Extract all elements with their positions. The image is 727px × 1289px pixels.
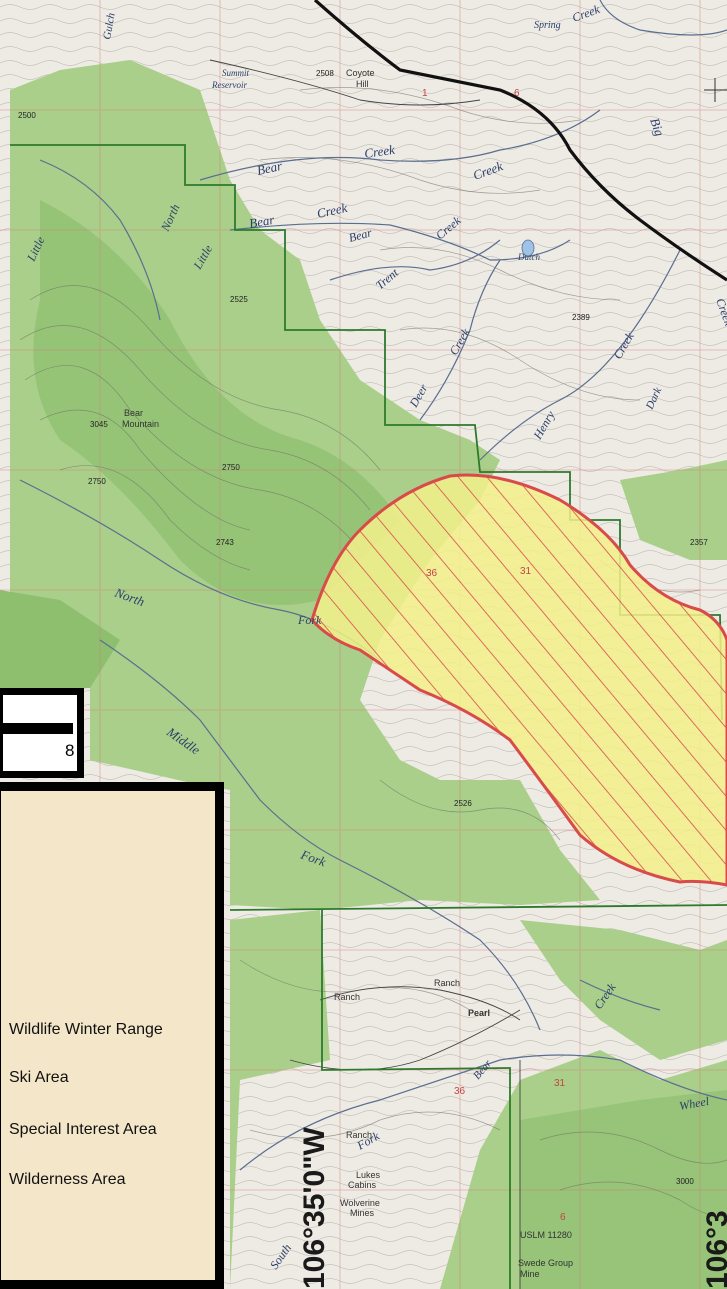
label-cabins: Cabins [348, 1180, 377, 1190]
label-mines: Mines [350, 1208, 375, 1218]
label-hill: Hill [356, 79, 369, 89]
section-31a: 31 [520, 566, 532, 577]
scale-bar [3, 723, 73, 734]
legend-item-special-interest-area: Special Interest Area [9, 1121, 157, 1138]
label-bear-mtn: Bear [124, 408, 143, 418]
section-numbers: 1 6 36 31 36 31 6 [422, 88, 566, 1223]
pond [521, 239, 535, 257]
label-bear-3: Bear [347, 225, 373, 245]
highway-road [313, 0, 727, 282]
label-big: Big [647, 116, 667, 139]
section-36a: 36 [426, 568, 438, 579]
elev-2357: 2357 [690, 538, 708, 547]
legend-item-ski-area: Ski Area [9, 1069, 69, 1086]
elev-2750b: 2750 [88, 477, 106, 486]
section-36b: 36 [454, 1086, 466, 1097]
section-31b: 31 [554, 1078, 566, 1089]
legend-item-wilderness-area: Wilderness Area [9, 1171, 126, 1188]
label-ranch-1: Ranch [334, 992, 360, 1002]
elev-3045: 3045 [90, 420, 108, 429]
label-creek-1: Creek [363, 142, 396, 161]
label-gulch: Gulch [101, 11, 118, 40]
crosshair-marker [704, 78, 727, 102]
section-6b: 6 [560, 1212, 566, 1223]
label-swede-mine: Mine [520, 1269, 540, 1279]
label-spring: Spring [534, 20, 561, 31]
streams [19, 0, 727, 1171]
elev-2500: 2500 [18, 111, 36, 120]
scale-bar-box: 8 [0, 688, 84, 778]
label-uslm: USLM 11280 [520, 1230, 572, 1240]
elev-2750: 2750 [222, 463, 240, 472]
elev-2389: 2389 [572, 313, 590, 322]
label-wheeler: Wheel [678, 1094, 711, 1113]
elevation-labels: 2508 2500 2525 3045 2750 2750 2743 2389 … [18, 69, 708, 1186]
label-bear-1: Bear [256, 158, 285, 178]
label-lukes: Lukes [356, 1170, 381, 1180]
label-ranch-3: Ranch [346, 1130, 372, 1140]
label-mountain: Mountain [122, 419, 159, 429]
longitude-label-right: 106°3 [701, 1210, 727, 1289]
label-summit: Summit [222, 68, 249, 78]
label-creek-2: Creek [316, 200, 349, 221]
label-wolverine: Wolverine [340, 1198, 380, 1208]
legend-item-wildlife-winter-range: Wildlife Winter Range [9, 1021, 163, 1038]
longitude-label-left: 106°35'0"W [298, 1127, 331, 1289]
label-fork-1: Fork [297, 613, 322, 627]
label-dutch: Dutch [517, 252, 540, 262]
label-ranch-2: Ranch [434, 978, 460, 988]
place-labels: Coyote Hill Bear Mountain Ranch Ranch Ra… [122, 68, 573, 1279]
label-reservoir: Reservoir [211, 80, 247, 90]
elev-2508: 2508 [316, 69, 334, 78]
section-1: 1 [422, 88, 428, 99]
label-bear-2: Bear [248, 212, 276, 231]
elev-3000: 3000 [676, 1177, 694, 1186]
elev-2526: 2526 [454, 799, 472, 808]
label-coyote: Coyote [346, 68, 375, 78]
elev-2525: 2525 [230, 295, 248, 304]
label-pearl: Pearl [468, 1008, 490, 1018]
scale-number: 8 [65, 741, 75, 760]
section-6: 6 [514, 88, 520, 99]
minor-roads [209, 59, 521, 1289]
label-swede: Swede Group [518, 1258, 573, 1268]
elev-2743: 2743 [216, 538, 234, 547]
map-legend: Wildlife Winter Range Ski Area Special I… [0, 782, 224, 1289]
